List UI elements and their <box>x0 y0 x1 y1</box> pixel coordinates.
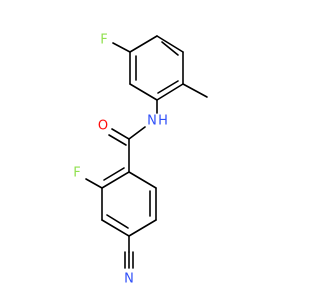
amide-hydrogen-label: H <box>158 114 168 129</box>
lower-ring <box>85 138 157 269</box>
bond <box>128 171 157 189</box>
bond <box>101 219 130 237</box>
upper-ring <box>112 35 208 101</box>
bond <box>129 35 158 53</box>
bond <box>161 41 179 56</box>
carbonyl-oxygen-label: O <box>98 119 108 134</box>
bond-c-o-double <box>108 134 127 146</box>
fluorine-label-ring: F <box>73 166 80 181</box>
atom-labels: F N H O F N <box>73 33 168 287</box>
bond-methyl <box>182 83 208 98</box>
molecule-structure: F N H O F N <box>73 33 208 287</box>
bond <box>106 214 129 229</box>
amide-group <box>108 99 158 146</box>
fluorine-label-top: F <box>100 33 107 48</box>
bond-c-o <box>111 128 130 140</box>
amide-nitrogen-label: N <box>147 114 157 129</box>
bond <box>129 83 158 101</box>
nitrile-nitrogen-label: N <box>124 272 134 287</box>
bond-c-f <box>85 178 103 189</box>
bond <box>157 80 179 94</box>
bond <box>128 219 157 237</box>
bond <box>156 35 184 53</box>
bond-n-c <box>128 126 146 140</box>
bond <box>103 167 125 181</box>
bond <box>156 83 184 101</box>
bond <box>101 171 130 189</box>
bond-c-f <box>112 42 131 53</box>
